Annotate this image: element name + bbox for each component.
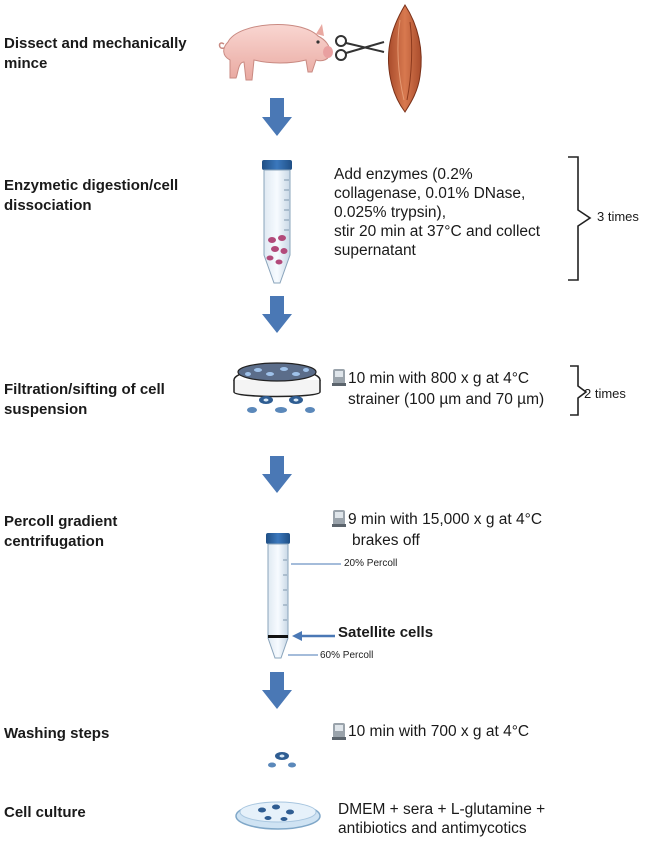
- pig-icon: [218, 24, 333, 81]
- step-culture-label: Cell culture: [4, 804, 86, 821]
- filtration-repeat: 2 times: [584, 386, 626, 401]
- cells-icon: [268, 752, 296, 768]
- percoll-lower-label: 60% Percoll: [320, 650, 374, 661]
- repeat-bracket: [568, 156, 592, 281]
- culture-note: DMEM + sera + L-glutamine + antibiotics …: [338, 801, 546, 837]
- muscle-icon: [387, 4, 422, 113]
- tube-icon: [262, 160, 292, 284]
- down-arrow-icon: [262, 98, 292, 709]
- percoll-target-label: Satellite cells: [338, 624, 434, 641]
- repeat-bracket: [570, 365, 588, 416]
- percoll-note-line2: brakes off: [352, 532, 420, 549]
- step-filtration-label: Filtration/sifting of cell suspension: [4, 381, 165, 418]
- centrifuge-icon: [332, 369, 346, 740]
- tube-icon: [266, 533, 290, 659]
- step-washing-label: Washing steps: [4, 725, 110, 742]
- cells-icon: [247, 396, 315, 413]
- step-percoll-label: Percoll gradient centrifugation: [4, 513, 118, 550]
- digestion-note: Add enzymes (0.2% collagenase, 0.01% DNa…: [334, 166, 541, 259]
- petri-dish-icon: [235, 801, 321, 830]
- percoll-note-line1: 9 min with 15,000 x g at 4°C: [348, 511, 543, 528]
- percoll-upper-label: 20% Percoll: [344, 558, 398, 569]
- filtration-note-line2: strainer (100 µm and 70 µm): [348, 391, 545, 408]
- digestion-repeat: 3 times: [597, 209, 639, 224]
- petri-dish-icon: [233, 362, 321, 398]
- step-dissect-label: Dissect and mechanically mince: [4, 35, 187, 72]
- washing-note: 10 min with 700 x g at 4°C: [348, 723, 530, 740]
- filtration-note-line1: 10 min with 800 x g at 4°C: [348, 370, 530, 387]
- step-digestion-label: Enzymetic digestion/cell dissociation: [4, 177, 179, 214]
- scissors-icon: [335, 35, 385, 61]
